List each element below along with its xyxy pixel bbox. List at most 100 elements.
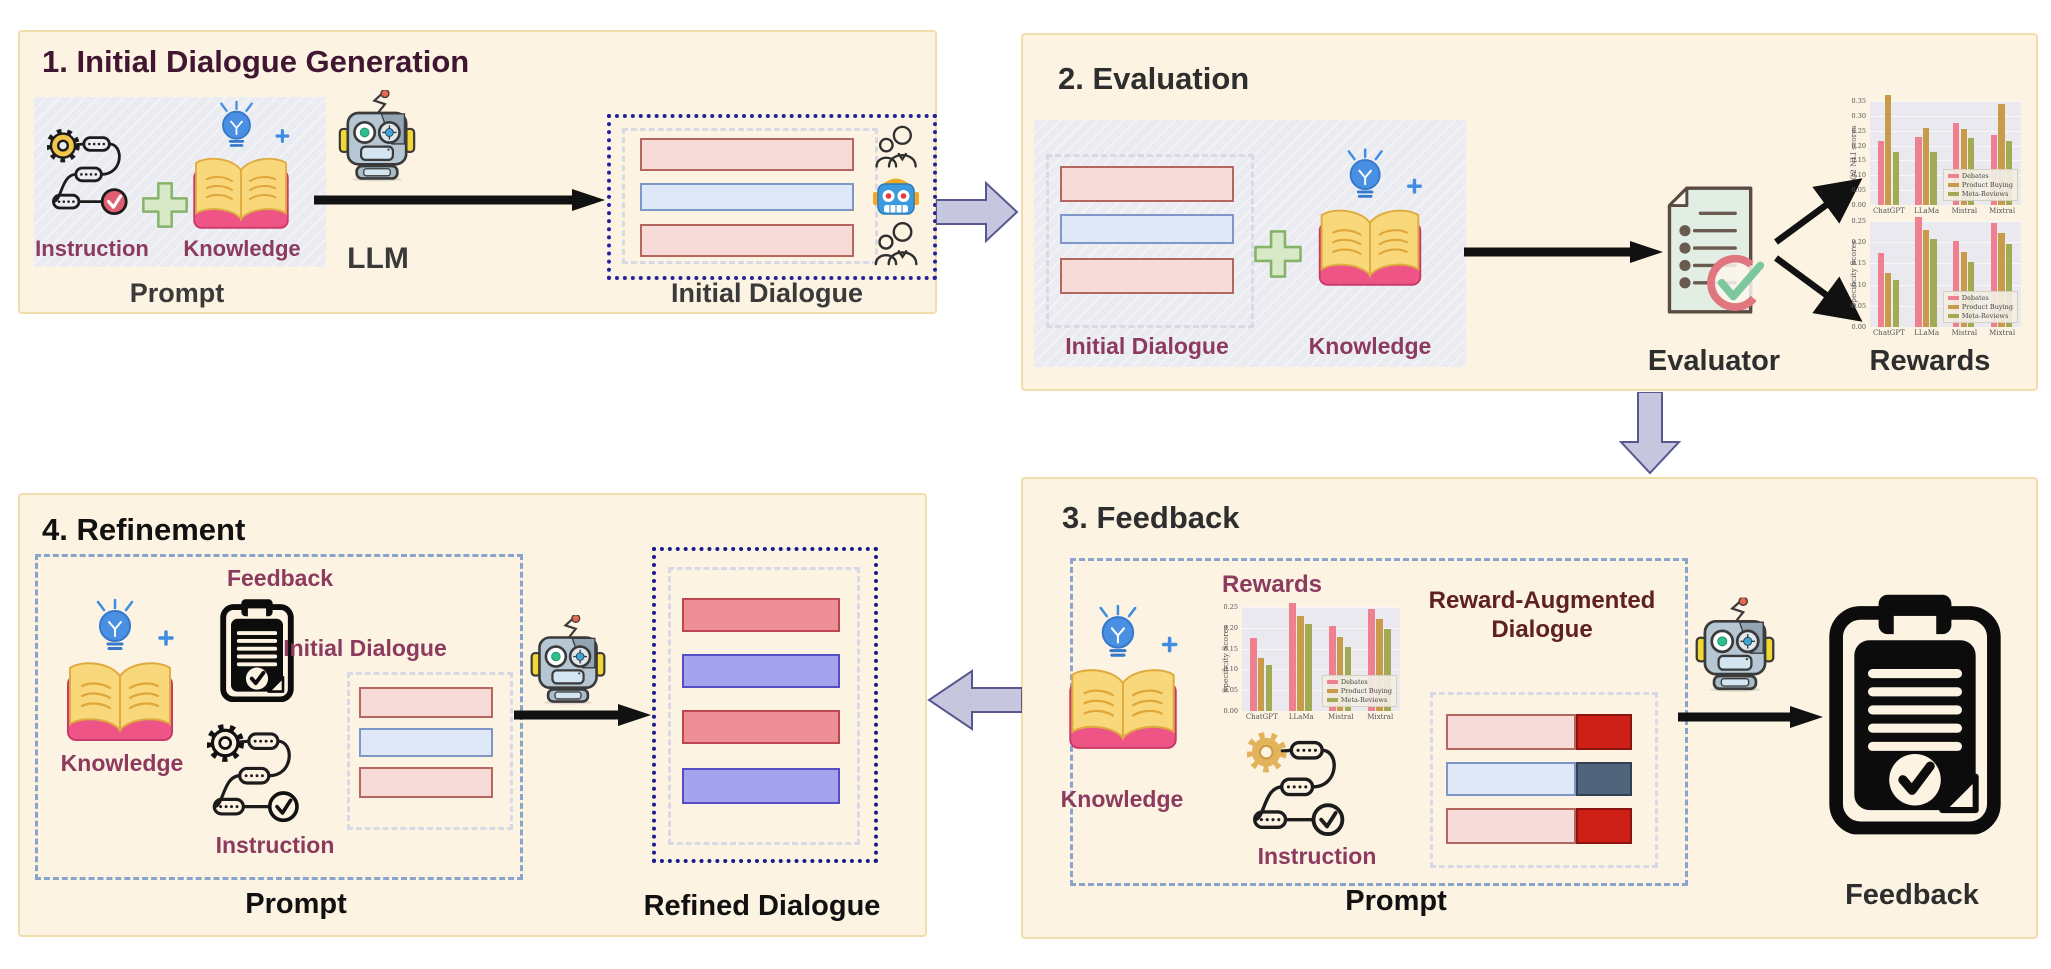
initial-dialogue-label: Initial Dialogue (283, 635, 447, 661)
chart-bar (1960, 251, 1967, 327)
plus-icon (1252, 228, 1304, 280)
chart-xtick: Mistral (1951, 329, 1978, 337)
legend-label: Product Buying (1340, 687, 1392, 695)
dialogue-turn-bar (640, 138, 854, 171)
refined-dialogue-box (652, 547, 878, 863)
legend-swatch (1947, 305, 1959, 309)
chart-xtick: Mistral (1951, 207, 1978, 215)
legend-label: Product Buying (1961, 181, 2013, 189)
initial-dialogue-inner-box (1046, 154, 1254, 328)
chart-ytick: 0.20 (1851, 238, 1866, 247)
person-icon (874, 122, 920, 170)
chart-bar (1384, 629, 1391, 711)
refined-turn-bar (682, 768, 840, 804)
chart-bar (1922, 230, 1930, 327)
knowledge-icon (1062, 604, 1184, 756)
chart-xtick: Mixtral (1989, 207, 2016, 215)
chart-bar (1885, 273, 1892, 327)
chart-gridline (1870, 145, 2021, 147)
chart-xtick: LLaMa (1914, 329, 1940, 337)
legend-label: Debates (1961, 172, 1989, 180)
panel3-title: 3. Feedback (1062, 500, 1240, 535)
legend-swatch (1326, 689, 1338, 693)
chart-gridline (1870, 263, 2021, 265)
chart-gridline (1242, 648, 1400, 650)
dialogue-turn-bar (1060, 214, 1234, 244)
panel4-title: 4. Refinement (42, 512, 246, 547)
chart-gridline (1870, 242, 2021, 244)
knowledge-label: Knowledge (60, 750, 184, 776)
reward-augmented-dialogue-label: Reward-Augmented Dialogue (1428, 587, 1656, 643)
arrow-prompt-to-dialogue (314, 189, 605, 211)
dialogue-turn-bar (640, 183, 854, 211)
arrow-panel1-to-panel2 (936, 180, 1019, 244)
chart-bar (1368, 608, 1376, 711)
chart-xtick: LLaMa (1914, 207, 1940, 215)
chart-ytick: 0.15 (1851, 259, 1866, 268)
instruction-icon (47, 128, 128, 216)
chart-bar (1892, 280, 1899, 327)
reward-augmented-dialogue-box (1430, 692, 1658, 868)
chart-gridline (1242, 627, 1400, 629)
chart-bar (1257, 658, 1265, 711)
initial-dialogue-label: Initial Dialogue (670, 278, 864, 308)
legend-swatch (1326, 680, 1338, 684)
chart-ytick: 0.00 (1851, 201, 1866, 209)
chart-bar (1930, 238, 1937, 327)
chart-gridline (1870, 101, 2021, 102)
panel-evaluation: 2. Evaluation Initial Dialogue Knowledge… (1021, 33, 2038, 391)
feedback-label: Feedback (226, 565, 334, 591)
chart-gridline (1242, 669, 1400, 671)
legend-swatch (1947, 296, 1959, 300)
chart-ytick: 0.25 (1851, 126, 1866, 135)
chart-bar (1892, 151, 1899, 205)
refined-dialogue-inner-box (668, 567, 860, 845)
initial-dialogue-inner-box (347, 672, 513, 830)
chart-bar (1249, 638, 1257, 711)
robot-speaker-icon (872, 174, 920, 216)
chart-ytick: 0.30 (1851, 111, 1866, 120)
chart-bar (1289, 602, 1297, 711)
chart-gridline (1242, 690, 1400, 692)
knowledge-label: Knowledge (183, 236, 301, 261)
chart-ytick: 0.15 (1851, 156, 1866, 165)
legend-label: Meta-Reviews (1961, 312, 2009, 320)
refined-dialogue-label: Refined Dialogue (643, 890, 881, 922)
arrows-evaluator-to-rewards (1774, 178, 1863, 322)
refined-turn-bar (682, 710, 840, 744)
legend-label: Debates (1340, 678, 1368, 686)
chart-ytick: 0.15 (1223, 644, 1238, 653)
llm-label: LLM (347, 242, 409, 275)
panel-refinement: 4. Refinement Feedback Knowledge Instruc… (18, 493, 927, 937)
chart-gridline (1242, 607, 1400, 608)
chart-xtick: ChatGPT (1872, 329, 1905, 337)
chart-ytick: 0.20 (1851, 141, 1866, 150)
chart-bar (2005, 243, 2013, 327)
chart-bar (1885, 95, 1892, 205)
arrow-panel2-to-panel3 (1618, 392, 1682, 475)
chart-gridline (1870, 115, 2021, 117)
chart-bar (1376, 618, 1383, 711)
panel-initial-dialogue-generation: 1. Initial Dialogue Generation Instructi… (18, 30, 937, 314)
legend-label: Meta-Reviews (1340, 696, 1388, 704)
instruction-icon (1247, 731, 1345, 837)
person-icon (874, 218, 920, 268)
chart-ylabel: Specificity Scores (1849, 240, 1858, 308)
knowledge-icon (187, 100, 295, 235)
chart-ytick: 0.05 (1223, 686, 1238, 695)
chart-ylabel: Specificity Scores (1221, 625, 1230, 693)
chart-ytick: 0.35 (1851, 97, 1866, 105)
legend-label: Debates (1961, 294, 1989, 302)
dialogue-turn-bar (640, 224, 854, 257)
refined-turn-bar (682, 654, 840, 688)
chart-ytick: 0.10 (1851, 171, 1866, 180)
chart-bar (1953, 123, 1960, 205)
chart-gridline (1870, 160, 2021, 162)
chart-xtick: Mixtral (1367, 713, 1394, 721)
